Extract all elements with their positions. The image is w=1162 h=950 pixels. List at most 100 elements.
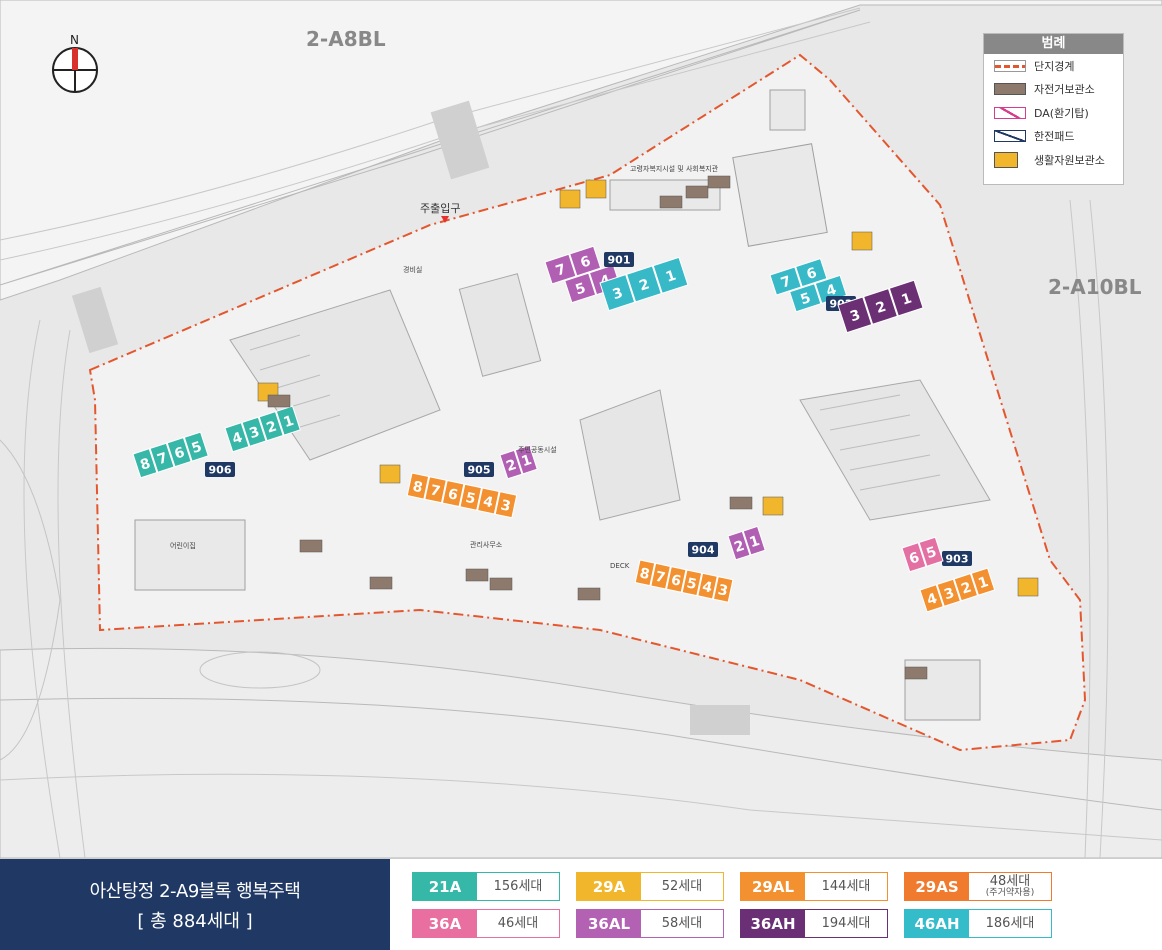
bicycle-icon [659,195,683,209]
block-label-a10bl: 2-A10BL [1048,275,1142,299]
legend-item-da: DA(환기탑) [984,101,1123,125]
recycle-icon [851,231,873,251]
unit-number: 5 [464,490,477,508]
recycle-icon [379,464,401,484]
footer-panel: 아산탕정 2-A9블록 행복주택 [ 총 884세대 ] 21A 156세대 29A… [0,858,1162,950]
unit-block [241,416,267,447]
unit-block [599,274,636,312]
unit-type-count: 48세대(주거약자용) [985,873,1035,898]
unit-block [888,279,924,317]
unit-block [477,487,500,515]
entrance-arrow-icon [441,216,449,223]
unit-block [712,576,734,603]
unit-block [544,253,577,285]
unit-block [441,479,465,508]
svg-text:901: 901 [608,254,631,267]
unit-block [901,542,927,573]
facility-label-deck: DECK [610,562,630,570]
legend-label: 한전패드 [1034,130,1075,144]
unit-block [919,584,944,613]
unit-number: 6 [173,444,187,462]
bicycle-icon [489,577,513,591]
project-total: [ 총 884세대 ] [137,911,253,932]
unit-number: 6 [805,265,819,283]
unit-type-count: 46세대 [497,915,539,931]
unit-number: 7 [155,450,169,468]
da-icon [994,106,1026,119]
project-title-box: 아산탕정 2-A9블록 행복주택 [ 총 884세대 ] [0,859,390,950]
unit-number: 3 [942,585,956,603]
facility-label-guard: 경비실 [403,265,422,274]
unit-block [652,256,689,294]
unit-number: 2 [637,276,651,294]
unit-block [953,572,979,602]
unit-number: 1 [900,290,914,308]
recycle-icon [1017,577,1039,597]
legend-item-recycle: 생활자원보관소 [984,148,1123,172]
unit-block [936,578,962,607]
unit-type-count: 144세대 [821,878,871,894]
unit-type-count: 194세대 [821,915,871,931]
unit-block [258,410,284,442]
unit-number: 4 [482,494,495,512]
unit-number: 6 [907,550,921,568]
unit-number: 2 [504,457,518,475]
unit-number: 5 [190,439,204,457]
unit-block [970,567,996,596]
legend-item-bicycle: 자전거보관소 [984,78,1123,102]
north-label: N [70,33,79,47]
bicycle-icon [707,175,731,189]
unit-block [863,287,898,325]
unit-type-code: 21A [413,873,477,900]
unit-type-count: 52세대 [661,878,703,894]
recycle-icon [585,179,607,199]
project-title: 아산탕정 2-A9블록 행복주택 [89,881,301,902]
unit-number: 2 [732,538,746,556]
unit-number: 7 [554,261,568,279]
unit-number: 8 [138,456,152,474]
unit-number: 2 [959,579,973,597]
svg-text:905: 905 [468,464,491,477]
unit-number: 5 [799,290,813,308]
unit-block [459,483,483,511]
unit-number: 5 [574,280,588,298]
transformer-icon [994,130,1026,143]
svg-text:906: 906 [209,464,232,477]
legend-label: DA(환기탑) [1034,106,1089,120]
unit-number: 5 [924,544,938,562]
bicycle-icon [299,539,323,553]
legend-label: 단지경계 [1034,59,1075,73]
unit-type-code: 36AL [577,910,641,937]
bicycle-icon [369,576,393,590]
building-label-906: 906 [205,462,235,477]
unit-type-code: 29A [577,873,641,900]
unit-block [499,449,523,480]
unit-number: 6 [670,572,683,590]
unit-type-29A: 29A 52세대 [576,872,724,901]
unit-block [149,442,175,473]
bicycle-icon [685,185,709,199]
bicycle-icon [267,394,291,408]
unit-block [569,245,602,277]
unit-block [650,562,671,590]
boundary-icon [994,59,1026,72]
unit-block [166,436,192,468]
unit-block [224,422,250,453]
unit-block [183,431,209,462]
unit-type-count: 156세대 [493,878,543,894]
unit-number: 2 [874,299,888,317]
unit-block [275,405,301,436]
unit-block [918,536,944,567]
unit-number: 4 [701,579,714,597]
recycle-icon [762,496,784,516]
unit-type-count: 58세대 [661,915,703,931]
